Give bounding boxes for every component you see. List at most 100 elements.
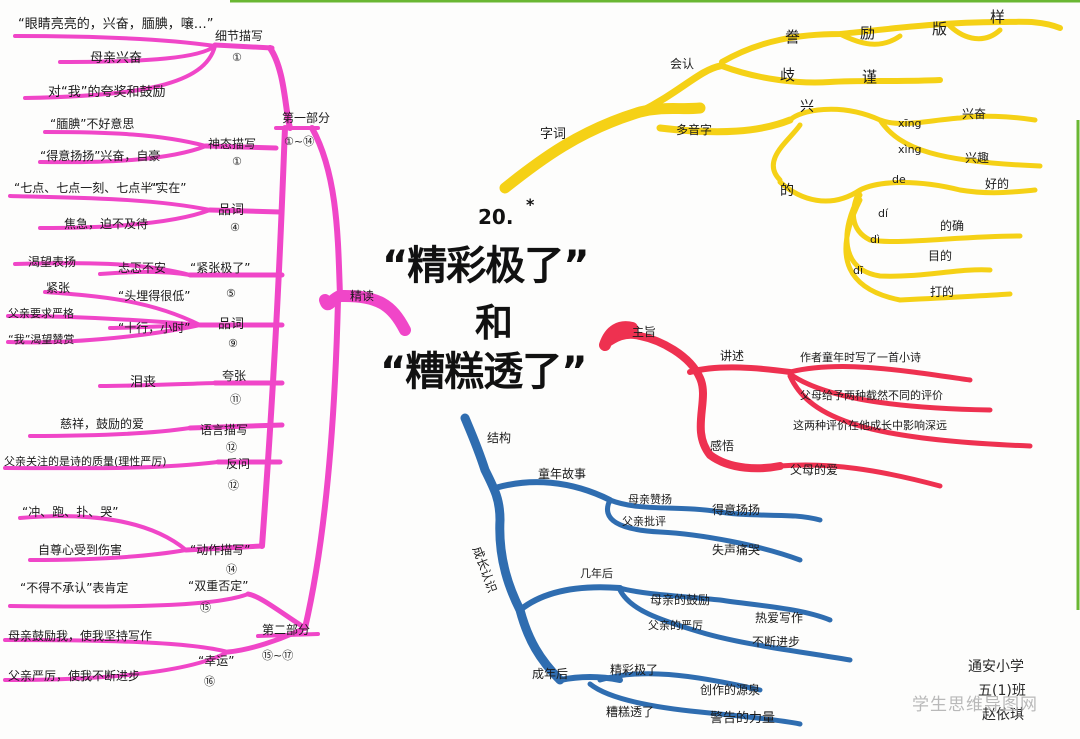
trunk-split — [302, 125, 343, 631]
de-loop — [777, 179, 1038, 303]
childhood-k-2: 父亲批评 — [622, 515, 666, 528]
g6-item-1: 泪丧 — [130, 375, 157, 390]
part1-range: ①~⑭ — [284, 135, 315, 148]
g6-num: ⑪ — [230, 393, 241, 406]
g7-num: ⑫ — [226, 441, 237, 454]
feel-label: 感悟 — [710, 439, 735, 453]
theme-label: 主旨 — [632, 325, 657, 339]
narrate-item-1: 作者童年时写了一首小诗 — [800, 351, 921, 364]
part1-label: 第一部分 — [282, 111, 331, 125]
recognize-char-5: 歧 — [780, 66, 796, 84]
childhood-label: 童年故事 — [538, 467, 587, 481]
recognize-wave — [837, 23, 1003, 47]
narrate-fan — [787, 364, 1033, 449]
de-word-2: 的确 — [940, 219, 965, 233]
g3-item-3: 焦急，迫不及待 — [64, 217, 149, 231]
center-title-line2: 和 — [475, 301, 514, 345]
polyphonic-stem — [656, 116, 794, 136]
xing-word-2: 兴趣 — [965, 151, 990, 165]
feel-fan — [777, 462, 943, 489]
narrate-item-2: 父母给予两种截然不同的评价 — [800, 389, 943, 402]
g5-label: 品词 — [218, 317, 245, 332]
g5-fan — [6, 290, 202, 345]
g7-link — [187, 422, 285, 431]
recognize-char-4: 样 — [990, 8, 1006, 26]
recognize-char-1: 誊 — [785, 28, 801, 46]
growth-v-2: 不断进步 — [752, 635, 801, 649]
g11-fan — [3, 638, 230, 682]
recognize-label: 会认 — [670, 57, 695, 71]
g8-num: ⑫ — [228, 479, 239, 492]
adult-v-1: 创作的源泉 — [700, 683, 761, 697]
left-branch — [3, 34, 411, 682]
g1-item-2: 母亲兴奋 — [90, 51, 143, 66]
de-word-4: 打的 — [930, 285, 955, 299]
growth-v-1: 热爱写作 — [755, 611, 804, 625]
g4-item-2: 忐忑不安 — [118, 261, 167, 275]
signature-class: 五(1)班 — [978, 683, 1026, 699]
recognize-up — [719, 18, 1063, 65]
structure-label: 结构 — [487, 431, 512, 445]
narrate-stem — [687, 364, 793, 375]
g7-fan — [28, 426, 192, 438]
part2-range: ⑮~⑰ — [262, 649, 294, 662]
g2-fan — [38, 130, 208, 165]
structure-branch — [460, 413, 853, 727]
center-title-line1: “精彩极了” — [382, 243, 590, 289]
xing-py-2: xìng — [898, 143, 922, 156]
g4-label: “紧张极了” — [190, 261, 251, 275]
g10-item-1: “不得不承认”表肯定 — [20, 581, 129, 595]
narrate-label: 讲述 — [720, 349, 745, 363]
g2-num: ① — [232, 155, 242, 168]
watermark: 学生思维导图网 — [912, 695, 1038, 715]
g11-item-1: 母亲鼓励我，使我坚持写作 — [8, 629, 153, 643]
center-star: * — [526, 195, 535, 214]
childhood-v-1: 得意扬扬 — [712, 503, 761, 517]
de-py-1: de — [892, 173, 906, 186]
characters-branch — [499, 18, 1063, 303]
g3-fan — [8, 194, 212, 230]
de-char: 的 — [780, 183, 794, 199]
theme-trunk-head — [599, 321, 638, 351]
de-py-2: dí — [878, 207, 889, 220]
g3-item-2: “实在” — [150, 181, 187, 195]
de-py-3: dì — [870, 233, 881, 246]
adult-k-2: 糟糕透了 — [606, 705, 655, 719]
childhood-stem — [492, 479, 613, 503]
characters-trunk — [499, 102, 706, 194]
g8-label: 反问 — [226, 457, 251, 471]
childhood-k-1: 母亲赞扬 — [628, 493, 672, 506]
theme-branch — [599, 321, 1033, 489]
g5-item-3: 父亲要求严格 — [8, 307, 74, 320]
g6-fan — [98, 381, 217, 388]
narrate-item-3: 这两种评价在他成长中影响深远 — [793, 419, 947, 432]
theme-trunk — [601, 330, 784, 473]
g4-num: ⑤ — [226, 287, 236, 300]
recognize-down — [719, 63, 943, 86]
g2-link — [203, 143, 279, 151]
xing-char: 兴 — [800, 99, 814, 115]
adult-fan — [587, 671, 803, 727]
growth-fan — [617, 585, 853, 663]
structure-trunk — [460, 413, 565, 685]
g3-link — [207, 207, 283, 215]
characters-label: 字词 — [540, 127, 567, 142]
g3-label: 品词 — [218, 203, 245, 218]
de-py-4: dī — [853, 264, 864, 277]
g1-item-1: “眼睛亮亮的，兴奋，腼腆，嚷…” — [18, 17, 214, 32]
g9-label: “动作描写” — [190, 543, 251, 557]
recognize-char-2: 励 — [860, 24, 876, 42]
g10-num: ⑮ — [200, 601, 211, 614]
g10-fan — [8, 592, 250, 609]
xing-word-1: 兴奋 — [962, 107, 987, 121]
de-word-3: 目的 — [928, 249, 953, 263]
g4-fan — [13, 261, 192, 277]
feel-item-1: 父母的爱 — [790, 463, 839, 477]
g2-item-1: “腼腆”不好意思 — [50, 117, 135, 131]
center-number: 20. — [478, 205, 514, 229]
part2-stem — [225, 591, 308, 655]
recognize-char-3: 版 — [932, 20, 948, 38]
g3-item-1: “七点、七点一刻、七点半” — [14, 181, 159, 195]
